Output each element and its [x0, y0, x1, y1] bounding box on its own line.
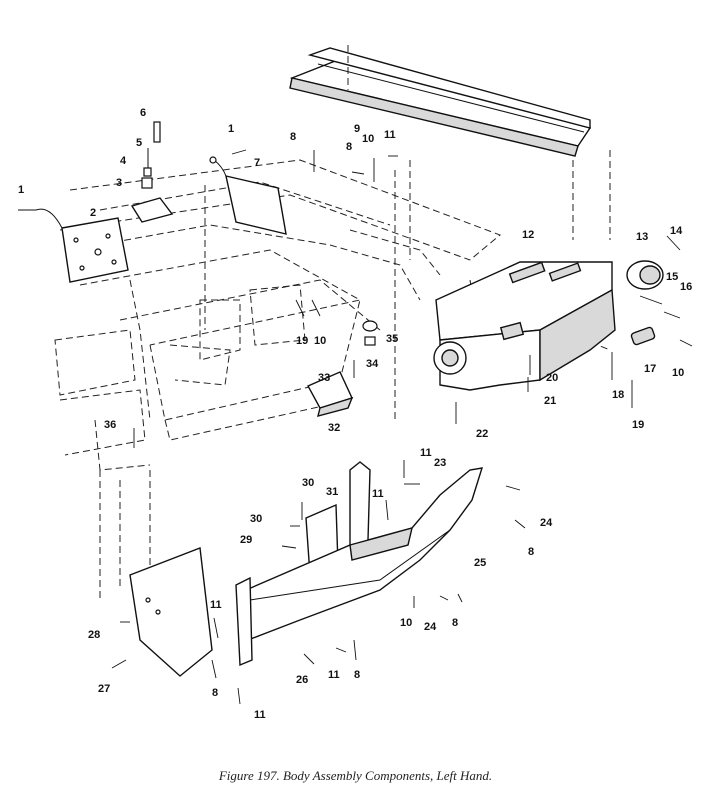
callout-16: 16	[680, 281, 692, 293]
callout-28: 28	[88, 629, 100, 641]
body-frame-phantom	[54, 45, 611, 600]
figure-caption: Figure 197. Body Assembly Components, Le…	[218, 768, 493, 783]
callout-8: 8	[346, 141, 352, 153]
callout-11: 11	[254, 709, 266, 721]
callout-33: 33	[318, 372, 330, 384]
callout-15: 15	[666, 271, 678, 283]
callout-8: 8	[212, 687, 218, 699]
callout-5: 5	[136, 137, 142, 149]
callout-11: 11	[210, 599, 222, 611]
small-bracket-part	[307, 371, 354, 417]
callout-2: 2	[90, 207, 96, 219]
callout-9: 9	[354, 123, 360, 135]
callout-26: 26	[296, 674, 308, 686]
callout-20: 20	[546, 372, 558, 384]
callout-8: 8	[290, 131, 296, 143]
callout-19: 19	[632, 419, 644, 431]
round-lamp-part	[626, 260, 664, 290]
left-mount-plate-part	[35, 208, 129, 283]
washer-nut-part	[362, 320, 378, 346]
callout-31: 31	[326, 486, 338, 498]
callout-25: 25	[474, 557, 486, 569]
callout-labels: 1 2 3 4 5 6 1 7 8 9 8 10 11 12 13 14 15 …	[18, 107, 692, 721]
callout-10: 10	[314, 335, 326, 347]
upper-rail-part	[289, 47, 592, 157]
callout-14: 14	[670, 225, 683, 237]
callout-10: 10	[362, 133, 374, 145]
callout-11: 11	[384, 129, 396, 141]
callout-11: 11	[420, 447, 432, 459]
callout-1: 1	[228, 123, 234, 135]
callout-12: 12	[522, 229, 534, 241]
callout-21: 21	[544, 395, 556, 407]
callout-8: 8	[528, 546, 534, 558]
callout-23: 23	[434, 457, 446, 469]
stud-bracket-part	[130, 121, 174, 223]
callout-34: 34	[366, 358, 379, 370]
callout-8: 8	[452, 617, 458, 629]
hardware-fasteners	[18, 149, 693, 705]
marker-part	[630, 326, 656, 346]
callout-7: 7	[254, 157, 260, 169]
callout-10: 10	[672, 367, 684, 379]
housing-part	[433, 261, 616, 391]
callout-18: 18	[612, 389, 624, 401]
callout-1: 1	[18, 184, 24, 196]
callout-17: 17	[644, 363, 656, 375]
callout-11: 11	[328, 669, 340, 681]
callout-24: 24	[424, 621, 437, 633]
callout-32: 32	[328, 422, 340, 434]
callout-29: 29	[240, 534, 252, 546]
callout-3: 3	[116, 177, 122, 189]
callout-36: 36	[104, 419, 116, 431]
callout-10: 10	[400, 617, 412, 629]
lower-left-panel-part	[129, 547, 213, 677]
callout-19: 19	[296, 335, 308, 347]
callout-24: 24	[540, 517, 553, 529]
callout-13: 13	[636, 231, 648, 243]
rocker-panel-part	[235, 461, 484, 667]
cover-panel-part	[209, 156, 287, 235]
callout-30: 30	[250, 513, 262, 525]
callout-27: 27	[98, 683, 110, 695]
callout-4: 4	[120, 155, 127, 167]
callout-6: 6	[140, 107, 146, 119]
callout-22: 22	[476, 428, 488, 440]
callout-35: 35	[386, 333, 398, 345]
callout-11: 11	[372, 488, 384, 500]
callout-30: 30	[302, 477, 314, 489]
callout-8: 8	[354, 669, 360, 681]
